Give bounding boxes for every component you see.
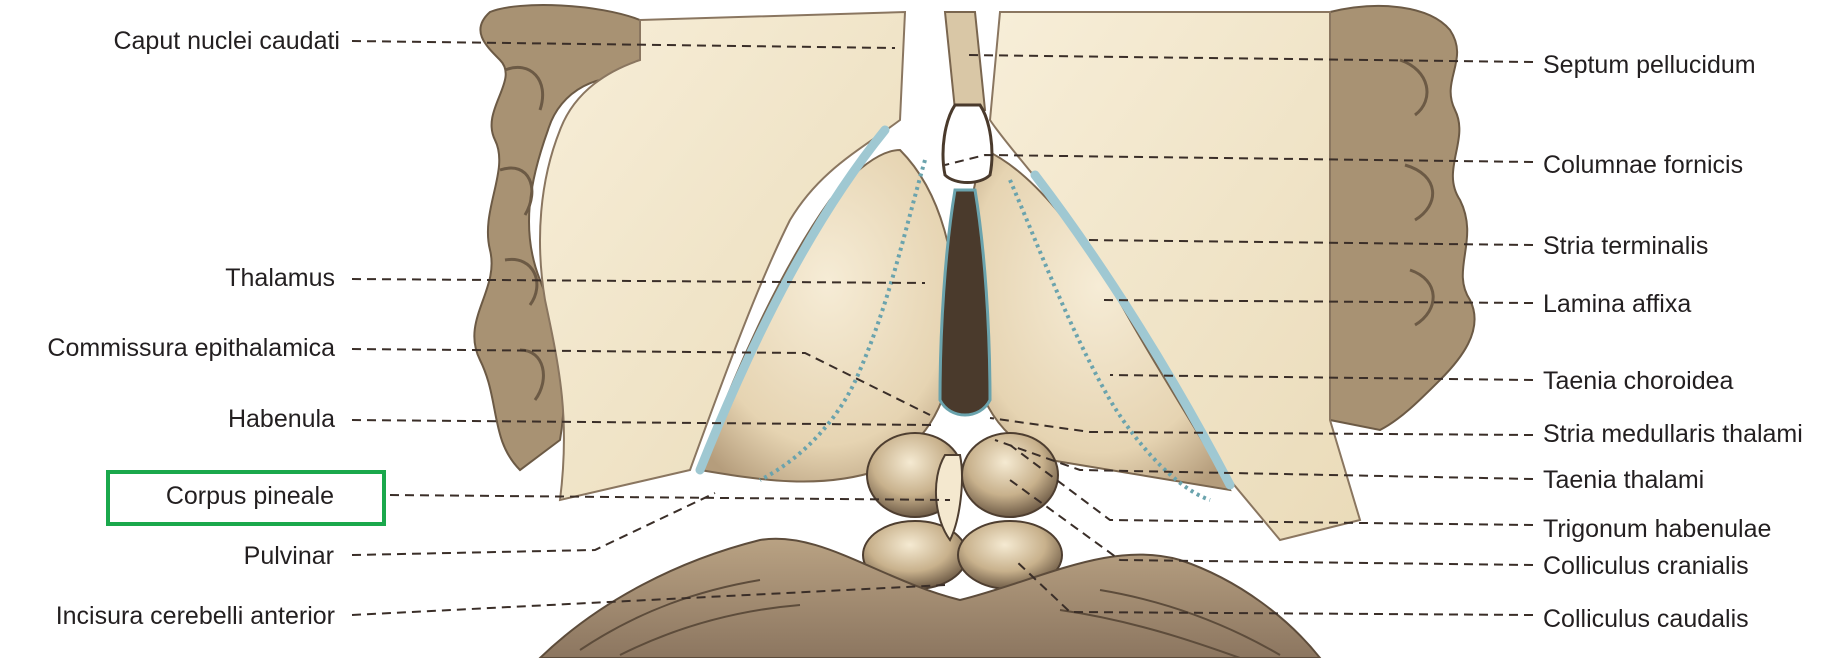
leader-pulvinar (352, 493, 715, 555)
label-incisura-cerebelli-anterior: Incisura cerebelli anterior (56, 601, 335, 631)
right-cortex-gyri (1330, 6, 1475, 430)
label-corpus-pineale: Corpus pineale (166, 481, 334, 511)
label-trigonum-habenulae: Trigonum habenulae (1543, 514, 1771, 544)
label-lamina-affixa: Lamina affixa (1543, 289, 1691, 319)
label-stria-medullaris-thalami: Stria medullaris thalami (1543, 419, 1803, 449)
label-commissura-epithalamica: Commissura epithalamica (47, 333, 335, 363)
label-pulvinar: Pulvinar (244, 541, 334, 571)
label-colliculus-cranialis: Colliculus cranialis (1543, 551, 1749, 581)
label-septum-pellucidum: Septum pellucidum (1543, 50, 1756, 80)
label-thalamus: Thalamus (225, 263, 335, 293)
label-taenia-choroidea: Taenia choroidea (1543, 366, 1733, 396)
label-stria-terminalis: Stria terminalis (1543, 231, 1708, 261)
label-colliculus-caudalis: Colliculus caudalis (1543, 604, 1749, 634)
label-columnae-fornicis: Columnae fornicis (1543, 150, 1743, 180)
label-habenula: Habenula (228, 404, 335, 434)
label-taenia-thalami: Taenia thalami (1543, 465, 1704, 495)
label-caput-nuclei-caudati: Caput nuclei caudati (113, 26, 340, 56)
leader-corpus-pineale (390, 495, 950, 500)
columnae-fornicis (943, 105, 992, 183)
septum-pellucidum (945, 12, 985, 110)
